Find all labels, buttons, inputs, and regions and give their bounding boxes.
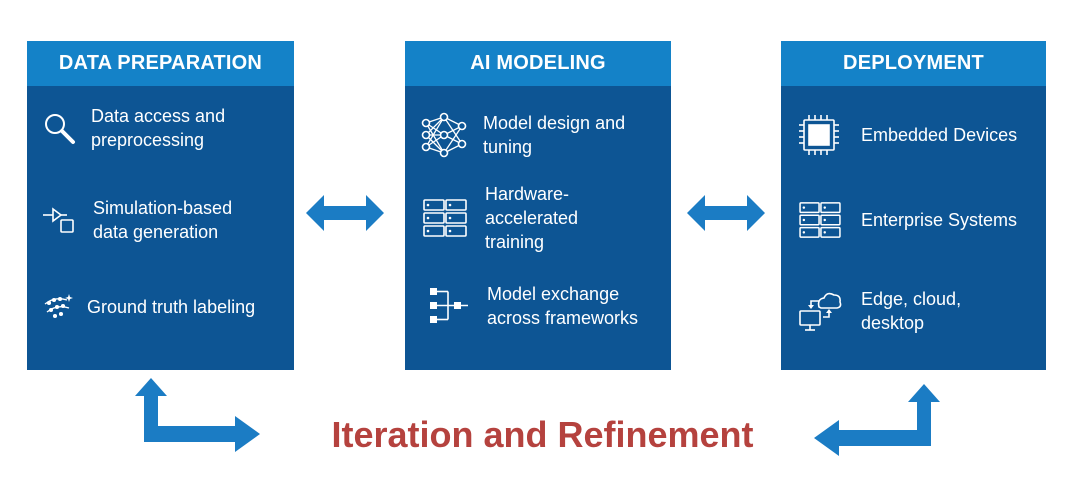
labeling-icon — [41, 290, 77, 324]
edge-cloud-label: Edge, cloud, desktop — [861, 289, 962, 333]
ground-truth-item: Ground truth labeling — [41, 290, 255, 324]
server-rack-icon — [421, 198, 469, 238]
model-exchange-label: Model exchange across frameworks — [487, 284, 639, 328]
enterprise-systems-label: Enterprise Systems — [861, 210, 1018, 230]
edge-cloud-item: Edge, cloud, desktop — [797, 287, 961, 335]
iteration-title: Iteration and Refinement — [331, 414, 754, 455]
enterprise-systems-item: Enterprise Systems — [797, 201, 1017, 239]
ai-modeling-title: AI MODELING — [405, 41, 671, 86]
chip-icon — [797, 113, 841, 157]
server-rack-icon — [797, 201, 843, 239]
model-design-item: Model design and tuning — [419, 111, 625, 159]
data-preparation-title: DATA PREPARATION — [27, 41, 294, 86]
exchange-icon — [427, 286, 471, 326]
embedded-devices-item: Embedded Devices — [797, 113, 1017, 157]
data-access-item: Data access and preprocessing — [41, 104, 225, 152]
double-arrow-left-icon — [306, 195, 384, 231]
double-arrow-right-icon — [687, 195, 765, 231]
hardware-training-item: Hardware- accelerated training — [421, 182, 578, 254]
data-preparation-panel: DATA PREPARATION Data access and preproc… — [27, 41, 294, 370]
cloud-desktop-icon — [797, 289, 843, 333]
simulation-label: Simulation-based data generation — [93, 198, 233, 242]
embedded-devices-label: Embedded Devices — [861, 125, 1018, 145]
ground-truth-label: Ground truth labeling — [87, 297, 256, 317]
bent-arrow-right-icon — [814, 384, 940, 456]
deployment-panel: DEPLOYMENT Embedded Devices — [781, 41, 1046, 370]
deployment-title: DEPLOYMENT — [781, 41, 1046, 86]
magnifier-icon — [41, 111, 77, 145]
ai-modeling-panel: AI MODELING Model design and tuning — [405, 41, 671, 370]
simulation-item: Simulation-based data generation — [41, 196, 232, 244]
data-access-label: Data access and preprocessing — [91, 106, 226, 150]
hardware-training-label: Hardware- accelerated training — [485, 184, 579, 252]
neural-network-icon — [419, 111, 469, 159]
model-exchange-item: Model exchange across frameworks — [427, 282, 638, 330]
simulation-icon — [41, 203, 77, 237]
bent-arrow-left-icon — [135, 378, 260, 452]
model-design-label: Model design and tuning — [483, 113, 626, 157]
